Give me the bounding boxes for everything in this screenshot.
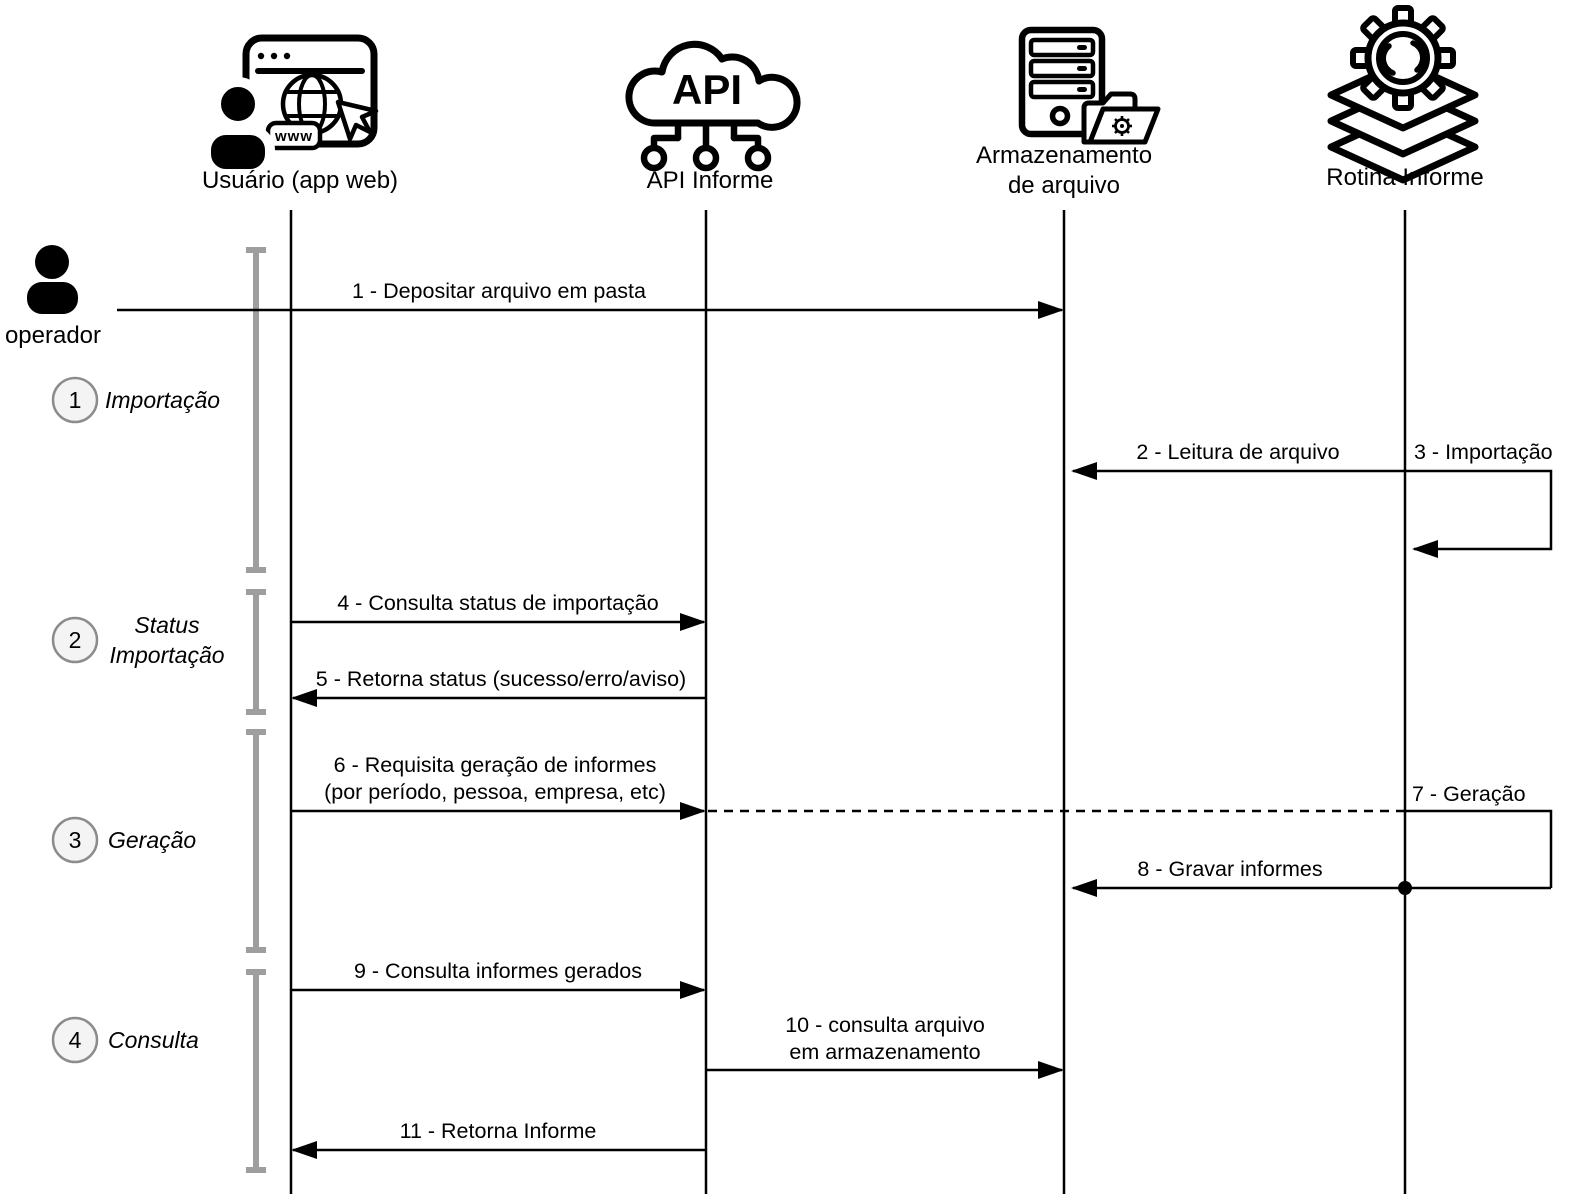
phase-4-badge (51, 1016, 99, 1064)
phase-3-badge (51, 816, 99, 864)
message-8-junction-dot (1398, 881, 1412, 895)
browser-dot (270, 52, 278, 60)
phase-1-number: 1 (69, 387, 82, 413)
server-slot (1028, 79, 1096, 100)
message-10-label-1: 10 - consulta arquivo (785, 1013, 985, 1037)
message-6-label-2: (por período, pessoa, empresa, etc) (324, 780, 666, 804)
actor-label-api: API Informe (647, 167, 774, 194)
api-node (692, 144, 720, 172)
phase-4-number: 4 (69, 1027, 82, 1053)
message-4: 4 - Consulta status de importação (291, 591, 706, 631)
message-9: 9 - Consulta informes gerados (291, 959, 706, 999)
sync-gear (1350, 5, 1456, 111)
phase-4-label: Consulta (108, 1027, 199, 1053)
api-leg (730, 134, 762, 152)
user-body (201, 125, 275, 179)
message-8-label: 8 - Gravar informes (1137, 857, 1322, 881)
www-text: www (274, 128, 313, 145)
server-folder-icon (1018, 26, 1161, 145)
phase-3: 3 Geração (51, 816, 196, 864)
message-7: 7 - Geração (708, 782, 1553, 888)
actor-label-armazenamento-2: de arquivo (1008, 172, 1120, 199)
gear-hub (1120, 124, 1124, 128)
message-11-label: 11 - Retorna Informe (400, 1119, 597, 1143)
actor-label-usuario: Usuário (app web) (202, 167, 398, 194)
phase-1: 1 Importação (51, 376, 220, 424)
api-node (640, 144, 668, 172)
message-3-self-loop (1405, 469, 1553, 558)
browser-dot (257, 52, 265, 60)
message-2: 2 - Leitura de arquivo (1071, 440, 1405, 480)
actor-usuario: www Usuário (app web) (201, 34, 398, 194)
message-1: 1 - Depositar arquivo em pasta (117, 279, 1064, 319)
phase-bracket-1 (246, 247, 266, 573)
sync-arrow-left (1377, 43, 1396, 76)
person-head (35, 245, 69, 279)
phase-3-number: 3 (69, 827, 82, 853)
message-4-label: 4 - Consulta status de importação (337, 591, 659, 615)
user-browser-icon: www (201, 34, 379, 179)
message-8: 8 - Gravar informes (1071, 857, 1551, 897)
actor-rotina-informe: Rotina Informe (1326, 5, 1484, 191)
message-10-label-2: em armazenamento (789, 1040, 980, 1064)
sync-arrow-right (1410, 40, 1429, 73)
message-10: 10 - consulta arquivo em armazenamento (706, 1013, 1064, 1079)
phase-1-badge (51, 376, 99, 424)
actor-armazenamento: Armazenamento de arquivo (976, 26, 1161, 199)
person-body (27, 282, 78, 314)
message-5-label: 5 - Retorna status (sucesso/erro/aviso) (316, 667, 686, 691)
slot-led (1077, 45, 1087, 50)
phase-2-label-1: Status (134, 612, 200, 638)
folder-gear-icon (1112, 116, 1132, 136)
message-3-label: 3 - Importação (1414, 440, 1553, 464)
operator-label: operador (5, 322, 101, 349)
message-6: 6 - Requisita geração de informes (por p… (291, 753, 706, 820)
slot-led (1077, 87, 1087, 92)
gear-teeth (1112, 116, 1132, 136)
phase-bracket-3 (246, 729, 266, 953)
operator: operador (5, 245, 101, 349)
person-icon (27, 245, 78, 314)
gear-layers-icon (1327, 5, 1479, 184)
user-head (211, 77, 265, 131)
message-3: 3 - Importação (1405, 440, 1553, 558)
actor-api-informe: API API Informe (625, 40, 801, 194)
message-7-loop (1405, 809, 1553, 888)
phase-2-badge (51, 616, 99, 664)
cloud-outline (625, 40, 801, 131)
slot-led (1077, 66, 1087, 71)
api-text: API (672, 66, 742, 113)
message-11: 11 - Retorna Informe (291, 1119, 706, 1159)
phase-1-label: Importação (105, 387, 220, 413)
message-7-label: 7 - Geração (1412, 782, 1526, 806)
message-1-label: 1 - Depositar arquivo em pasta (352, 279, 646, 303)
phase-2-label-2: Importação (109, 642, 224, 668)
phase-3-label: Geração (108, 827, 196, 853)
browser-dot (283, 52, 291, 60)
api-node (744, 144, 772, 172)
phase-2-number: 2 (69, 627, 82, 653)
cursor-icon (335, 99, 379, 142)
actor-label-rotina: Rotina Informe (1326, 164, 1483, 191)
message-9-label: 9 - Consulta informes gerados (354, 959, 642, 983)
api-leg (650, 134, 682, 152)
api-cloud-icon: API (625, 40, 801, 172)
message-6-label-1: 6 - Requisita geração de informes (334, 753, 657, 777)
power-button (1049, 105, 1071, 127)
phase-bracket-4 (246, 969, 266, 1173)
phase-bracket-2 (246, 589, 266, 715)
phase-4: 4 Consulta (51, 1016, 199, 1064)
gear-inner-ring (1376, 31, 1430, 85)
message-2-label: 2 - Leitura de arquivo (1136, 440, 1339, 464)
actor-label-armazenamento-1: Armazenamento (976, 142, 1152, 169)
server-slot (1028, 58, 1096, 79)
server-slot (1028, 37, 1096, 58)
phase-2: 2 Status Importação (51, 612, 225, 668)
message-5: 5 - Retorna status (sucesso/erro/aviso) (291, 667, 706, 707)
